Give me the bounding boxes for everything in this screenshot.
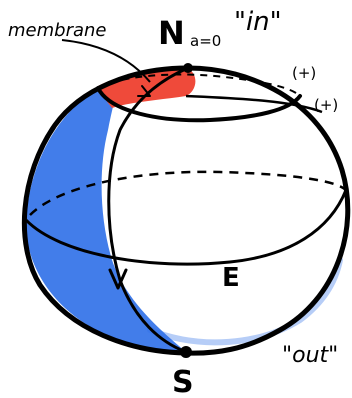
membrane-pointer-line <box>61 39 151 83</box>
north-pole-dot <box>183 63 193 73</box>
out-label: "out" <box>282 343 338 368</box>
arrow-down-meridian <box>108 268 128 290</box>
top-latitude-front <box>96 86 302 123</box>
blue-membrane-region <box>25 88 187 352</box>
south-label: S <box>172 365 194 398</box>
north-subscript: a=0 <box>190 32 221 50</box>
east-label: E <box>222 263 240 293</box>
blue-rim-shade <box>147 257 343 346</box>
north-label: N <box>158 14 185 52</box>
equator-front <box>24 189 348 266</box>
right-latitude-ring <box>185 94 323 114</box>
plus-label-right: (+) <box>314 96 338 114</box>
plus-label-top: (+) <box>292 64 316 82</box>
membrane-label: membrane <box>8 20 106 41</box>
top-latitude-back <box>97 73 301 97</box>
in-label: "in" <box>234 7 282 37</box>
arrow-near-north <box>137 85 151 97</box>
south-pole-dot <box>180 346 192 358</box>
